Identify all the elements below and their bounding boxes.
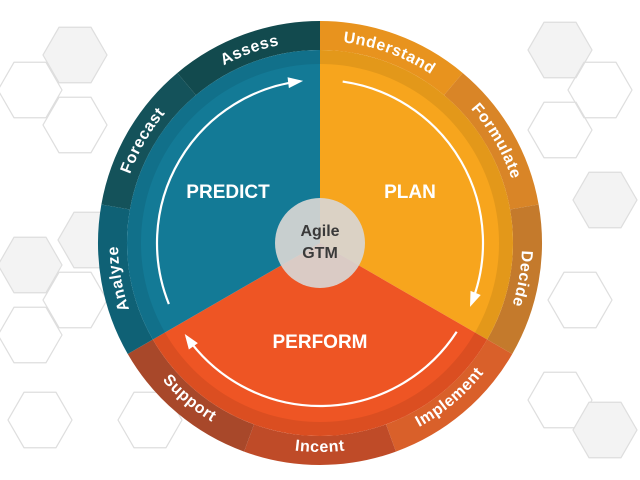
- hexagon-shape: [42, 271, 108, 329]
- arrowhead-icon: [470, 290, 481, 307]
- phase-edge-shade: [152, 332, 488, 436]
- cycle-arrows: [155, 77, 485, 408]
- center-circle: [275, 198, 365, 288]
- phase-sector-plan: [320, 50, 513, 340]
- center-hub: Agile GTM: [275, 198, 365, 288]
- hexagon-shape: [42, 96, 108, 154]
- ring-segment-incent: [244, 424, 396, 465]
- ring-segment-assess: [177, 21, 320, 96]
- cycle-arrow-line: [155, 80, 301, 305]
- phase-sector-predict: [127, 50, 320, 340]
- hexagon-shape: [42, 26, 108, 84]
- phase-sector-perform: [152, 243, 488, 436]
- ring-segment-formulate: [444, 72, 539, 210]
- arrowhead-icon: [184, 334, 198, 350]
- ring-segment-understand: [320, 21, 463, 96]
- hexagon-shape: [0, 61, 63, 119]
- center-label-line2: GTM: [302, 245, 338, 262]
- ring-segment-support: [127, 339, 254, 452]
- cycle-arrow-line: [342, 80, 485, 305]
- center-label-line1: Agile: [300, 223, 339, 240]
- inner-phases: PLAN PERFORM PREDICT: [127, 50, 513, 436]
- hexagon-shape: [547, 271, 613, 329]
- hexagon-shape: [0, 306, 63, 364]
- phase-label-predict: PREDICT: [186, 182, 270, 203]
- hexagon-shape: [527, 21, 593, 79]
- hexagon-shape: [572, 401, 638, 459]
- ring-segment-implement: [386, 339, 513, 452]
- phase-edge-shade: [127, 50, 320, 340]
- phase-edge-shade: [320, 50, 513, 340]
- phase-label-perform: PERFORM: [273, 332, 368, 353]
- hexagon-shape: [0, 236, 63, 294]
- hexagon-shape: [527, 101, 593, 159]
- ring-segment-decide: [487, 204, 542, 354]
- phase-label-plan: PLAN: [384, 182, 436, 203]
- cycle-arrow-line: [185, 331, 458, 408]
- ring-segment-forecast: [101, 72, 196, 210]
- ring-label-text: Incent: [294, 438, 345, 457]
- ring-segment-analyze: [97, 204, 153, 354]
- hexagon-shape: [7, 391, 73, 449]
- hexagon-shape: [572, 171, 638, 229]
- hexagon-shape: [567, 61, 633, 119]
- arrowhead-icon: [287, 77, 304, 89]
- ring-label-incent: Incent: [294, 438, 346, 457]
